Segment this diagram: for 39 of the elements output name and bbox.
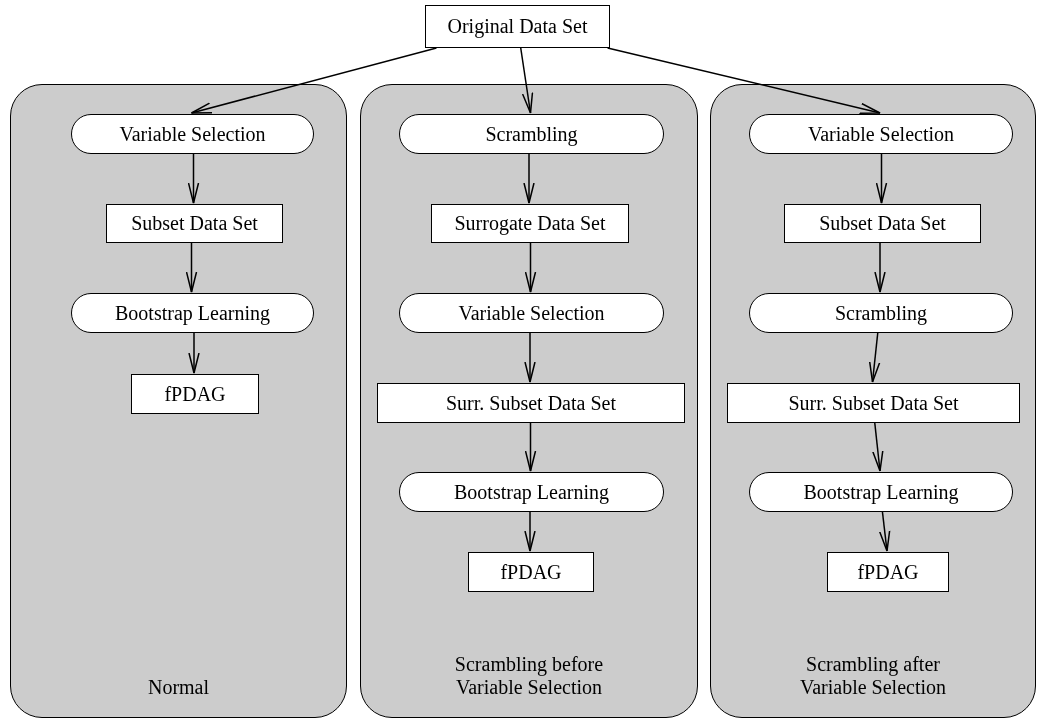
process-step: Bootstrap Learning <box>71 293 314 333</box>
data-box: Original Data Set <box>425 5 610 48</box>
arrow <box>185 241 198 293</box>
data-box: fPDAG <box>468 552 594 592</box>
arrow <box>187 152 200 204</box>
data-box: Subset Data Set <box>784 204 981 243</box>
arrow <box>524 241 537 293</box>
process-step: Variable Selection <box>399 293 664 333</box>
arrow <box>868 331 881 383</box>
data-box: Surr. Subset Data Set <box>727 383 1020 423</box>
arrow <box>190 47 438 114</box>
process-step: Scrambling <box>399 114 664 154</box>
arrow <box>520 47 534 114</box>
process-step: Variable Selection <box>71 114 314 154</box>
process-step: Scrambling <box>749 293 1013 333</box>
scenario-panel <box>10 84 347 718</box>
process-step: Bootstrap Learning <box>749 472 1013 512</box>
data-box: Subset Data Set <box>106 204 283 243</box>
arrow <box>188 331 200 374</box>
arrow <box>875 152 888 204</box>
data-box: fPDAG <box>827 552 949 592</box>
process-step: Variable Selection <box>749 114 1013 154</box>
arrow <box>524 421 537 472</box>
process-step: Bootstrap Learning <box>399 472 664 512</box>
arrow <box>878 510 891 552</box>
arrow <box>523 152 535 204</box>
arrow <box>524 510 536 552</box>
arrow <box>524 331 536 383</box>
data-box: fPDAG <box>131 374 259 414</box>
arrow <box>874 241 886 293</box>
panel-caption: Scrambling before Variable Selection <box>453 653 605 699</box>
data-box: Surrogate Data Set <box>431 204 629 243</box>
data-box: Surr. Subset Data Set <box>377 383 685 423</box>
panel-caption: Scrambling after Variable Selection <box>798 653 948 699</box>
scenario-panel <box>360 84 698 718</box>
arrow <box>606 47 881 114</box>
scenario-panel <box>710 84 1036 718</box>
arrow <box>872 421 884 472</box>
panel-caption: Normal <box>146 676 211 699</box>
